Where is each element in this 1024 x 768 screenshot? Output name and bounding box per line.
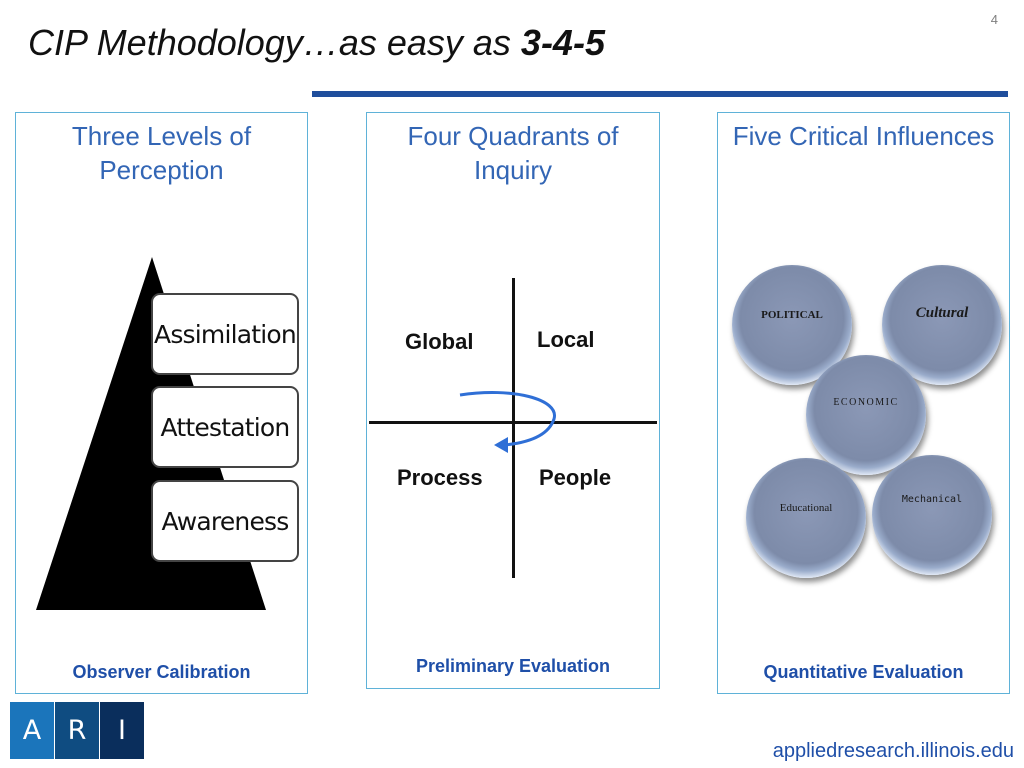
inquiry-caption: Preliminary Evaluation (415, 656, 611, 676)
cycle-arrow-icon (459, 391, 556, 453)
ari-logo: A R I (10, 702, 145, 759)
influences-panel: Five Critical Influences POLITICAL Cultu… (717, 112, 1010, 694)
influence-mechanical: Mechanical (872, 455, 992, 575)
footer-url[interactable]: appliedresearch.illinois.edu (772, 740, 1014, 762)
influence-economic-label: ECONOMIC (833, 397, 899, 408)
title-main: CIP Methodology…as easy as (28, 22, 521, 63)
perception-panel-title: Three Levels of Perception (71, 121, 252, 185)
level-awareness: Awareness (151, 480, 299, 562)
influence-cultural-label: Cultural (915, 305, 969, 321)
horizontal-axis (369, 421, 657, 424)
perception-caption: Observer Calibration (72, 662, 251, 682)
logo-letter-r: R (55, 702, 99, 759)
quadrant-global: Global (405, 329, 474, 354)
influence-political-label: POLITICAL (761, 309, 823, 321)
page-title: CIP Methodology…as easy as 3-4-5 (28, 22, 605, 64)
influence-mechanical-label: Mechanical (901, 494, 963, 505)
influence-economic: ECONOMIC (806, 355, 926, 475)
logo-letter-i: I (100, 702, 144, 759)
inquiry-panel-title: Four Quadrants of Inquiry (407, 121, 619, 185)
quadrant-people: People (539, 465, 612, 490)
influence-cultural: Cultural (882, 265, 1002, 385)
influence-educational-label: Educational (779, 502, 833, 514)
influence-educational: Educational (746, 458, 866, 578)
quadrant-local: Local (537, 327, 595, 352)
title-emphasis: 3-4-5 (520, 22, 605, 63)
influences-panel-title: Five Critical Influences (732, 121, 995, 151)
vertical-axis (512, 278, 515, 578)
slide-number: 4 (990, 12, 998, 27)
perception-panel: Three Levels of Perception Assimilation … (15, 112, 308, 694)
title-rule (312, 91, 1008, 97)
logo-letter-a: A (10, 702, 54, 759)
level-attestation: Attestation (151, 386, 299, 468)
inquiry-panel: Four Quadrants of Inquiry Global Local P… (366, 112, 660, 689)
quadrant-process: Process (397, 465, 483, 490)
level-assimilation: Assimilation (151, 293, 299, 375)
influences-caption: Quantitative Evaluation (763, 662, 964, 682)
